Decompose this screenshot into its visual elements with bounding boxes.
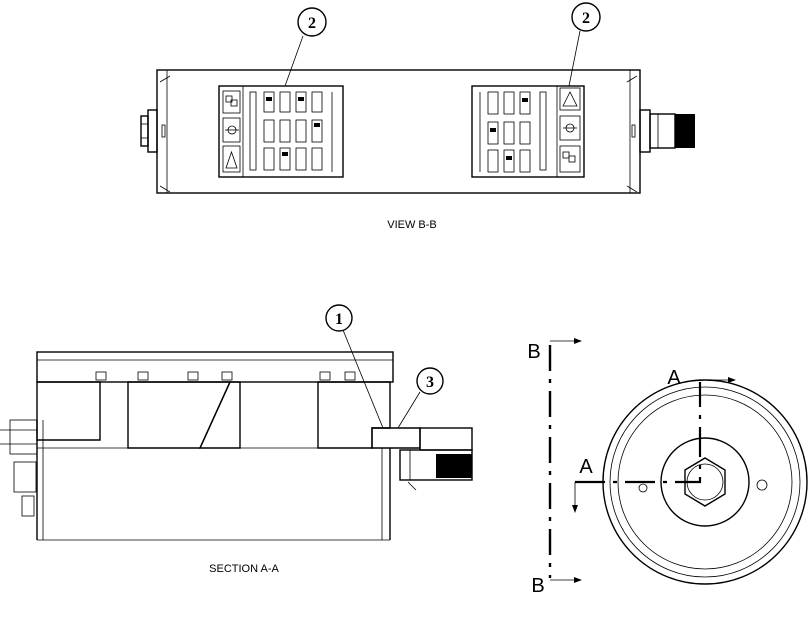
hex-nut — [684, 457, 726, 507]
section-aa-drawing — [0, 329, 473, 541]
shell-section — [36, 351, 394, 383]
callout-number: 2 — [308, 15, 316, 32]
callout-2-left: 2 — [297, 7, 327, 37]
label-a-top: A — [667, 367, 681, 389]
label-b-top: B — [527, 341, 540, 363]
label-a-left: A — [579, 456, 593, 478]
label-b-bottom: B — [531, 575, 544, 597]
end-view-drawing — [548, 338, 808, 585]
boss — [660, 437, 750, 527]
end-cap-left — [36, 381, 101, 441]
callout-number: 1 — [335, 311, 343, 328]
decal-plate-right — [471, 85, 585, 178]
callout-number: 2 — [582, 10, 590, 27]
callout-2-right: 2 — [571, 2, 601, 32]
callout-3: 3 — [416, 367, 444, 395]
section-aa-caption: SECTION A-A — [209, 563, 279, 575]
view-bb-drawing — [140, 30, 695, 194]
end-cap-right — [317, 381, 391, 449]
right-port-fitting — [371, 427, 473, 491]
cutting-plane-aa — [575, 382, 702, 484]
right-fitting — [639, 109, 695, 153]
callout-number: 3 — [426, 374, 434, 391]
callout-1: 1 — [325, 304, 353, 332]
view-bb-caption: VIEW B-B — [387, 219, 437, 231]
left-fitting — [140, 109, 158, 153]
decal-plate-left — [218, 85, 344, 178]
